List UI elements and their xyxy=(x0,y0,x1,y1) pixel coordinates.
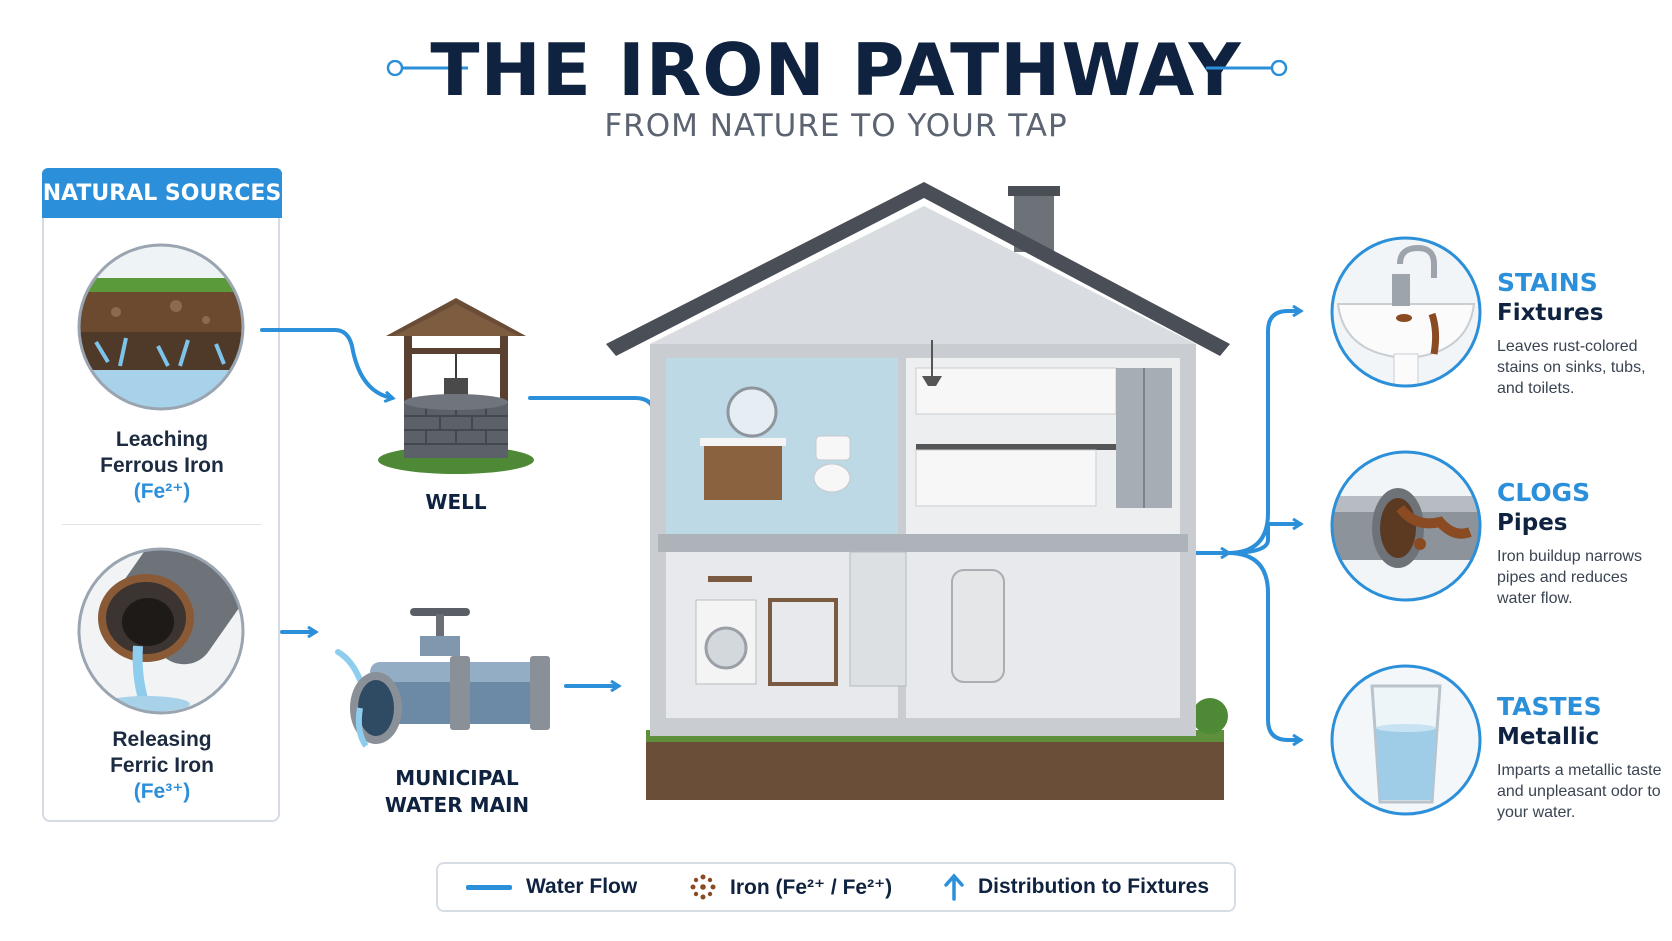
legend-item-iron: Iron (Fe²⁺ / Fe²⁺) xyxy=(690,864,892,910)
water-main-label-line2: WATER MAIN xyxy=(384,793,530,817)
effect-desc-clogs: Iron buildup narrows pipes and reduces w… xyxy=(1497,548,1642,607)
iron-particles-icon xyxy=(690,874,716,900)
legend-item-water-flow: Water Flow xyxy=(466,864,637,910)
effect-title-stains: STAINS xyxy=(1497,268,1598,297)
title-left-connector-icon xyxy=(386,60,468,76)
effect-subtitle-stains: Fixtures xyxy=(1497,300,1604,326)
natural-sources-heading: NATURAL SOURCES xyxy=(42,168,282,218)
source-ferrous-formula: (Fe²⁺) xyxy=(133,480,191,503)
source-label-ferric: Releasing Ferric Iron (Fe³⁺) xyxy=(62,727,262,805)
legend-water-flow-label: Water Flow xyxy=(526,875,638,898)
flow-soil-to-well xyxy=(260,328,392,398)
soil-leaching-icon xyxy=(77,243,245,411)
water-main-label: MUNICIPAL WATER MAIN xyxy=(372,765,542,819)
source-ferric-line2: Ferric Iron xyxy=(110,754,214,777)
flow-to-tastes xyxy=(1226,551,1300,740)
source-ferric-line1: Releasing xyxy=(112,728,212,751)
water-main-valve-icon xyxy=(350,608,550,748)
well-label: WELL xyxy=(425,490,487,514)
source-ferrous-line2: Ferrous Iron xyxy=(100,454,224,477)
water-main-label-line1: MUNICIPAL xyxy=(395,766,519,790)
water-glass-icon xyxy=(1330,664,1482,816)
flow-to-stains xyxy=(1226,311,1300,555)
effect-subtitle-tastes: Metallic xyxy=(1497,724,1600,750)
clogged-pipe-icon xyxy=(1330,450,1482,602)
legend-iron-label: Iron (Fe²⁺ / Fe²⁺) xyxy=(730,875,893,899)
effect-title-tastes: TASTES xyxy=(1497,692,1602,721)
source-ferrous-line1: Leaching xyxy=(115,428,209,451)
stained-sink-icon xyxy=(1330,236,1482,388)
water-flow-line-icon xyxy=(466,885,512,890)
title-right-connector-icon xyxy=(1206,60,1288,76)
legend: Water Flow Iron (Fe²⁺ / Fe²⁺) Distributi… xyxy=(436,862,1236,912)
panel-divider xyxy=(62,524,262,525)
house-cutaway-illustration xyxy=(606,182,1230,800)
effect-desc-stains: Leaves rust-colored stains on sinks, tub… xyxy=(1497,338,1646,397)
source-label-ferrous: Leaching Ferrous Iron (Fe²⁺) xyxy=(62,427,262,505)
page-title: THE IRON PATHWAY xyxy=(430,28,1242,112)
legend-distribution-label: Distribution to Fixtures xyxy=(978,875,1209,898)
legend-item-distribution: Distribution to Fixtures xyxy=(944,864,1209,910)
source-ferric-formula: (Fe³⁺) xyxy=(133,780,191,803)
well-icon xyxy=(378,298,534,474)
arrow-up-icon xyxy=(944,873,964,901)
effect-subtitle-clogs: Pipes xyxy=(1497,510,1568,536)
effect-desc-tastes: Imparts a metallic taste and unpleasant … xyxy=(1497,762,1662,821)
effect-title-clogs: CLOGS xyxy=(1497,478,1591,507)
page-subtitle: FROM NATURE TO YOUR TAP xyxy=(604,108,1068,144)
corroded-pipe-icon xyxy=(77,547,245,715)
